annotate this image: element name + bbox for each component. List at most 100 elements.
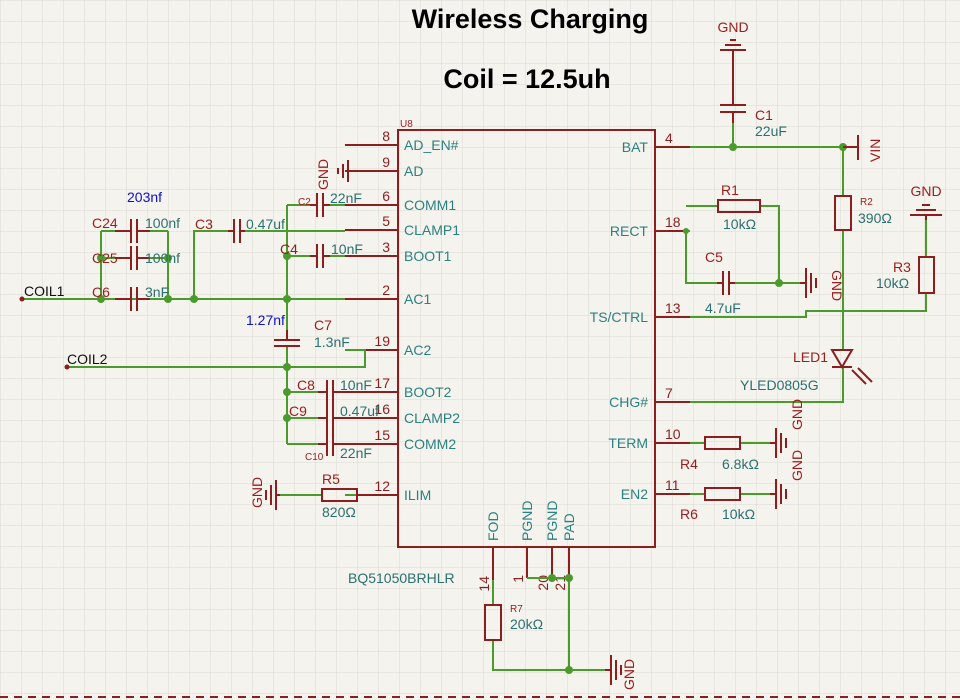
c3-ref: C3 <box>195 216 213 232</box>
c2-ref: C2 <box>298 197 311 208</box>
chip-part-number: BQ51050BRHLR <box>348 570 455 586</box>
led1-ref: LED1 <box>793 349 828 365</box>
r3-ref: R3 <box>893 259 911 275</box>
r5-value: 820Ω <box>322 504 356 520</box>
pin-name: AD <box>404 163 423 179</box>
r3-value: 10kΩ <box>876 275 909 291</box>
gnd-label-ad: GND <box>315 159 331 190</box>
c5-value: 4.7uF <box>705 300 741 316</box>
c8-ref: C8 <box>297 377 315 393</box>
gnd-symbols <box>265 39 942 685</box>
note-cap-total: 203nf <box>127 189 162 205</box>
r6-ref: R6 <box>680 506 698 522</box>
pin-name: TERM <box>608 435 648 451</box>
component-labels: C24 100nf C25 100nf C6 3nF C3 0.47uf C2 … <box>92 107 911 632</box>
pin-name: BOOT2 <box>404 384 452 400</box>
c3-value: 0.47uf <box>246 216 285 232</box>
pin-name: CLAMP2 <box>404 410 460 426</box>
chip-ref: U8 <box>400 119 413 130</box>
r2-ref: R2 <box>860 197 873 208</box>
pin-name: RECT <box>610 223 649 239</box>
c2-value: 22nF <box>330 190 362 206</box>
pin-number: 5 <box>382 213 390 229</box>
pin-number: 1 <box>510 575 526 583</box>
pin-number: 11 <box>665 477 680 493</box>
c9-value: 0.47uf <box>340 403 379 419</box>
gnd-label-r5: GND <box>249 477 265 508</box>
c7-value: 1.3nF <box>314 334 350 350</box>
c9-ref: C9 <box>289 403 307 419</box>
pin-number: 16 <box>374 401 390 417</box>
c25-value: 100nf <box>145 250 180 266</box>
net-label-coil2: COIL2 <box>67 351 108 367</box>
vin-label: VIN <box>867 139 883 162</box>
diagram-title: Wireless Charging <box>412 4 649 34</box>
pin-number: 14 <box>476 576 492 592</box>
c10-ref: C10 <box>305 452 324 463</box>
pin-name: AD_EN# <box>404 137 459 153</box>
c24-ref: C24 <box>92 215 118 231</box>
pin-number: 8 <box>382 128 390 144</box>
note-c7: 1.27nf <box>246 312 285 328</box>
c7-ref: C7 <box>314 317 332 333</box>
pin-number: 15 <box>374 427 390 443</box>
pin-name: ILIM <box>404 487 431 503</box>
r7-ref: R7 <box>510 604 523 615</box>
diagram-subtitle: Coil = 12.5uh <box>443 64 610 94</box>
c4-ref: C4 <box>280 241 298 257</box>
c1-value: 22uF <box>755 123 787 139</box>
pin-name: COMM2 <box>404 436 456 452</box>
pin-number: 6 <box>382 188 390 204</box>
led-symbol <box>830 349 873 385</box>
c6-ref: C6 <box>92 284 110 300</box>
pin-number: 12 <box>374 478 390 494</box>
gnd-label-r3: GND <box>910 183 941 199</box>
c25-ref: C25 <box>92 250 118 266</box>
pin-number: 18 <box>665 214 681 230</box>
c8-value: 10nF <box>340 377 372 393</box>
pin-number: 9 <box>382 154 390 170</box>
pin-name: TS/CTRL <box>590 309 649 325</box>
pin-number: 4 <box>665 130 673 146</box>
r2-value: 390Ω <box>858 210 892 226</box>
pin-name: AC2 <box>404 342 431 358</box>
r1-ref: R1 <box>721 182 739 198</box>
pin-name: PAD <box>561 513 577 541</box>
pin-name: BAT <box>622 139 649 155</box>
resistor-symbols <box>321 195 935 641</box>
pin-name: FOD <box>485 511 501 541</box>
pin-name: CHG# <box>609 394 648 410</box>
r4-ref: R4 <box>680 456 698 472</box>
r5-ref: R5 <box>322 471 340 487</box>
pin-number: 3 <box>382 239 390 255</box>
gnd-label-bottom: GND <box>621 659 637 690</box>
net-label-coil1: COIL1 <box>24 283 65 299</box>
r1-value: 10kΩ <box>723 216 756 232</box>
led1-value: YLED0805G <box>740 377 819 393</box>
pin-number: 10 <box>665 426 681 442</box>
c6-value: 3nF <box>145 284 169 300</box>
r7-value: 20kΩ <box>510 616 543 632</box>
vin-symbol <box>843 135 859 160</box>
pin-name: PGND <box>544 501 560 541</box>
c4-value: 10nF <box>331 241 363 257</box>
capacitor-symbols <box>115 55 746 456</box>
c1-ref: C1 <box>755 107 773 123</box>
pin-name: COMM1 <box>404 197 456 213</box>
pin-name: PGND <box>519 501 535 541</box>
pin-name: BOOT1 <box>404 248 452 264</box>
wires <box>22 123 927 671</box>
pin-name: EN2 <box>621 486 648 502</box>
pin-name: CLAMP1 <box>404 222 460 238</box>
pin-number: 13 <box>665 300 681 316</box>
r6-value: 10kΩ <box>722 506 755 522</box>
chip-left-pins: 8AD_EN#9AD6COMM15CLAMP13BOOT12AC119AC217… <box>345 128 460 503</box>
pin-number: 2 <box>382 282 390 298</box>
pin-number: 17 <box>374 375 390 391</box>
pin-number: 19 <box>374 333 390 349</box>
c24-value: 100nf <box>145 215 180 231</box>
c5-ref: C5 <box>705 249 723 265</box>
